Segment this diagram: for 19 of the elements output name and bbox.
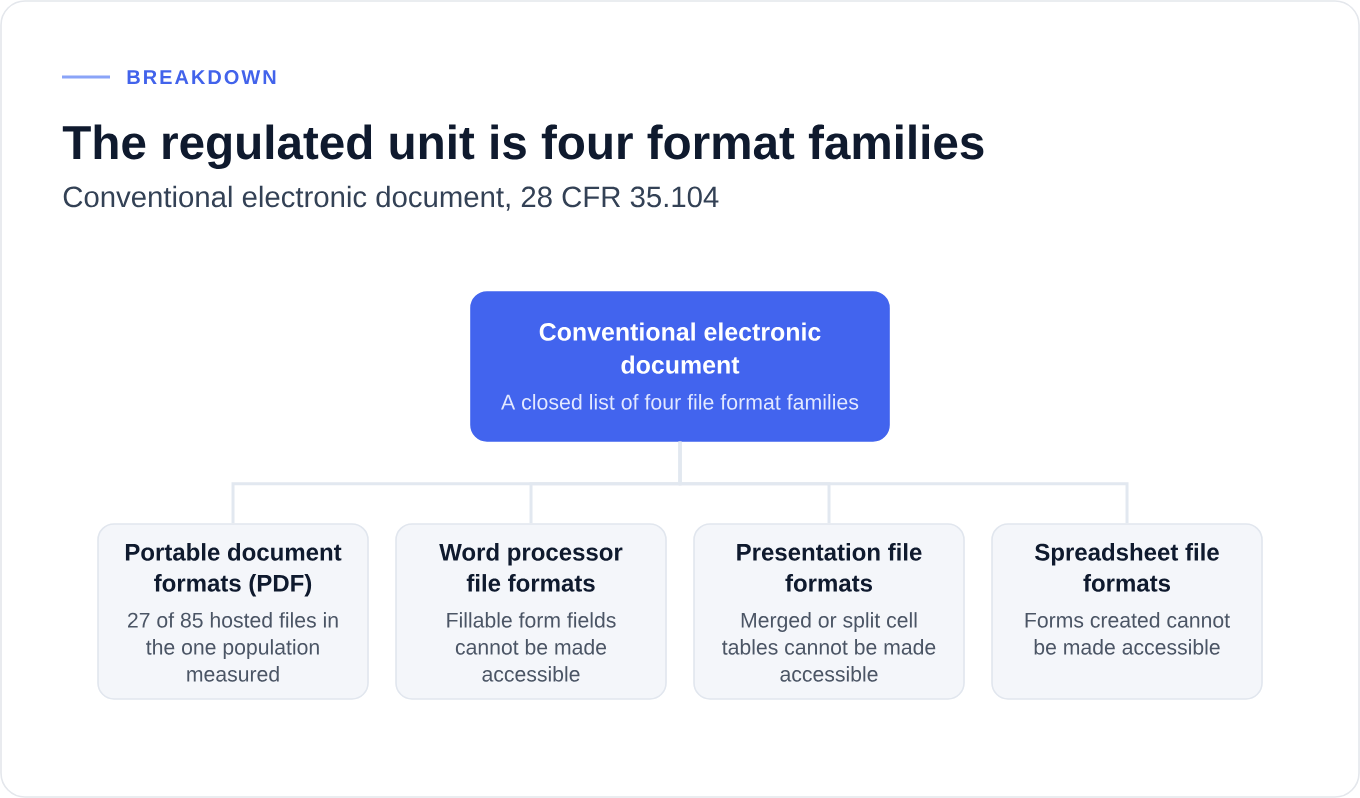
subtitle: Conventional electronic document, 28 CFR 35.104: [63, 185, 719, 211]
box-description: A closed list of four file format families: [501, 394, 859, 410]
box-heading: Word processor file formats: [439, 543, 623, 592]
box-description: 27 of 85 hosted files in the one population measured: [128, 612, 338, 682]
category-box: [693, 523, 965, 700]
connector: [678, 441, 1129, 524]
category-box: [991, 523, 1263, 700]
eyebrow-label: BREAKDOWN: [127, 70, 276, 85]
box-heading: Portable document formats (PDF): [125, 543, 342, 597]
box-description: Merged or split cell tables cannot be made accessible: [722, 612, 936, 682]
category-box: [97, 523, 369, 700]
title: The regulated unit is four format families: [62, 124, 984, 170]
root-box: [470, 291, 890, 442]
box-heading: Presentation file formats: [737, 543, 922, 592]
box-heading: Spreadsheet file formats: [1035, 543, 1219, 592]
box-heading: Conventional electronic document: [539, 322, 821, 374]
box-description: Forms created cannot be made accessible: [1025, 612, 1230, 655]
box-description: Fillable form fields cannot be made accessible: [447, 612, 616, 682]
category-box: [395, 523, 667, 700]
